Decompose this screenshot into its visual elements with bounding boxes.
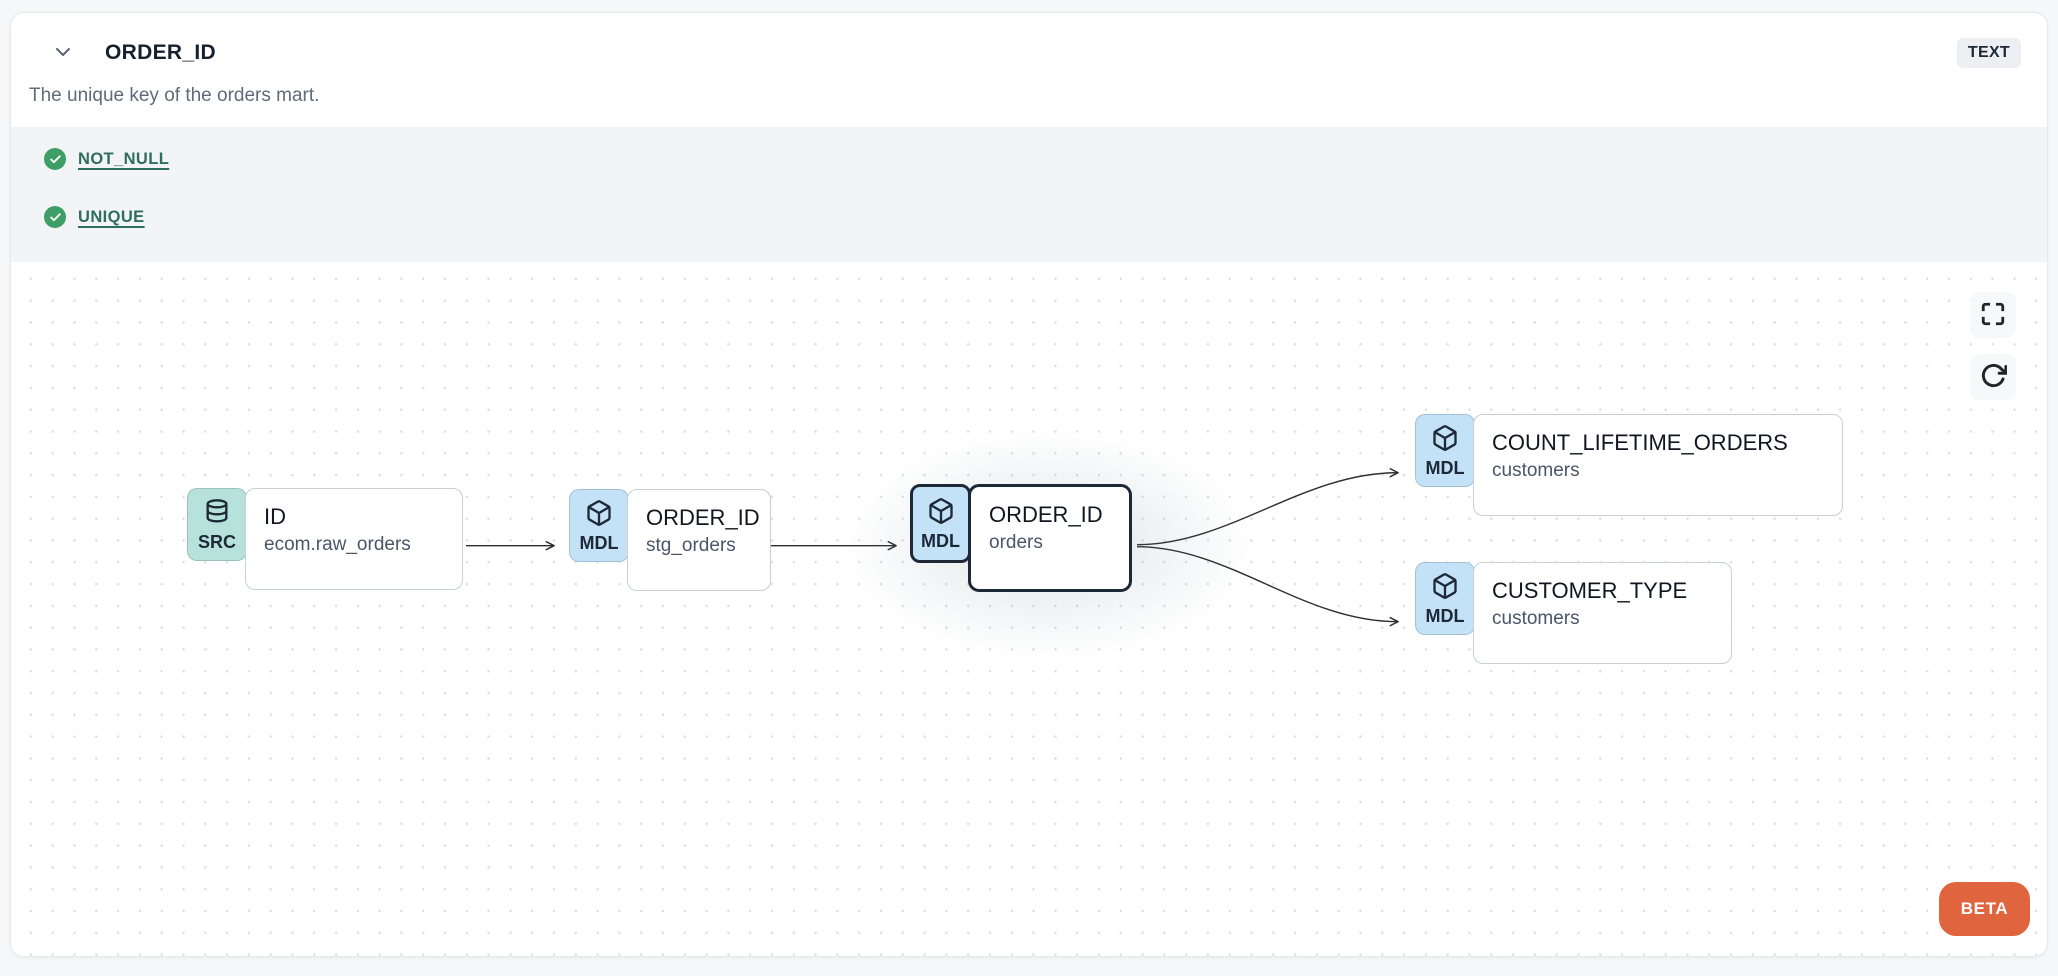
lineage-node-source-id[interactable]: SRC ID ecom.raw_orders [187,488,463,590]
test-row: UNIQUE [44,206,2047,228]
node-type-badge: MDL [910,484,971,563]
cube-icon [585,499,613,532]
node-subtitle: stg_orders [646,535,736,556]
lineage-node-customer-type[interactable]: MDL CUSTOMER_TYPE customers [1415,562,1732,664]
node-badge-label: MDL [1425,457,1465,478]
node-subtitle: orders [989,532,1043,553]
test-link-unique[interactable]: UNIQUE [78,207,145,226]
fullscreen-button[interactable] [1970,292,2016,338]
data-type-badge: TEXT [1956,38,2021,68]
node-title: CUSTOMER_TYPE [1492,578,1688,603]
chevron-down-icon [51,40,75,67]
canvas-controls [1970,292,2016,400]
lineage-edges [466,468,1399,627]
node-badge-label: MDL [579,532,619,553]
node-subtitle: customers [1492,460,1580,481]
node-title: ID [264,504,286,529]
node-body: ID ecom.raw_orders [245,488,463,590]
collapse-button[interactable] [51,40,75,67]
node-badge-label: SRC [197,531,236,552]
refresh-icon [1980,362,2007,392]
lineage-node-count-lifetime-orders[interactable]: MDL COUNT_LIFETIME_ORDERS customers [1415,414,1843,516]
node-body: ORDER_ID stg_orders [627,489,771,591]
column-details-card: ORDER_ID TEXT The unique key of the orde… [10,12,2048,957]
lineage-node-stg-orders[interactable]: MDL ORDER_ID stg_orders [569,489,771,591]
tests-panel: NOT_NULL UNIQUE [11,127,2047,262]
node-type-badge: MDL [569,489,629,562]
cube-icon [927,497,955,530]
node-type-badge: MDL [1415,562,1475,635]
lineage-node-orders-selected[interactable]: MDL ORDER_ID orders [910,484,1132,592]
node-body: COUNT_LIFETIME_ORDERS customers [1473,414,1843,516]
node-title: ORDER_ID [989,502,1103,527]
database-icon [203,498,231,531]
node-subtitle: ecom.raw_orders [264,534,411,555]
lineage-canvas[interactable]: SRC ID ecom.raw_orders MDL ORDER_ID stg_… [11,262,2047,956]
beta-badge: BETA [1939,882,2030,936]
column-title: ORDER_ID [105,41,216,64]
node-type-badge: MDL [1415,414,1475,487]
node-type-badge: SRC [187,488,247,561]
node-badge-label: MDL [1425,605,1465,626]
fullscreen-icon [1980,301,2006,330]
cube-icon [1431,424,1459,457]
card-header: ORDER_ID TEXT [11,13,2047,68]
node-title: COUNT_LIFETIME_ORDERS [1492,430,1788,455]
node-badge-label: MDL [921,530,960,551]
test-row: NOT_NULL [44,148,2047,170]
column-description: The unique key of the orders mart. [29,85,320,106]
cube-icon [1431,572,1459,605]
check-circle-icon [44,206,66,228]
node-title: ORDER_ID [646,505,760,530]
test-link-not-null[interactable]: NOT_NULL [78,149,170,168]
refresh-button[interactable] [1970,354,2016,400]
node-body: CUSTOMER_TYPE customers [1473,562,1732,664]
node-subtitle: customers [1492,608,1580,629]
node-body: ORDER_ID orders [968,484,1132,592]
check-circle-icon [44,148,66,170]
